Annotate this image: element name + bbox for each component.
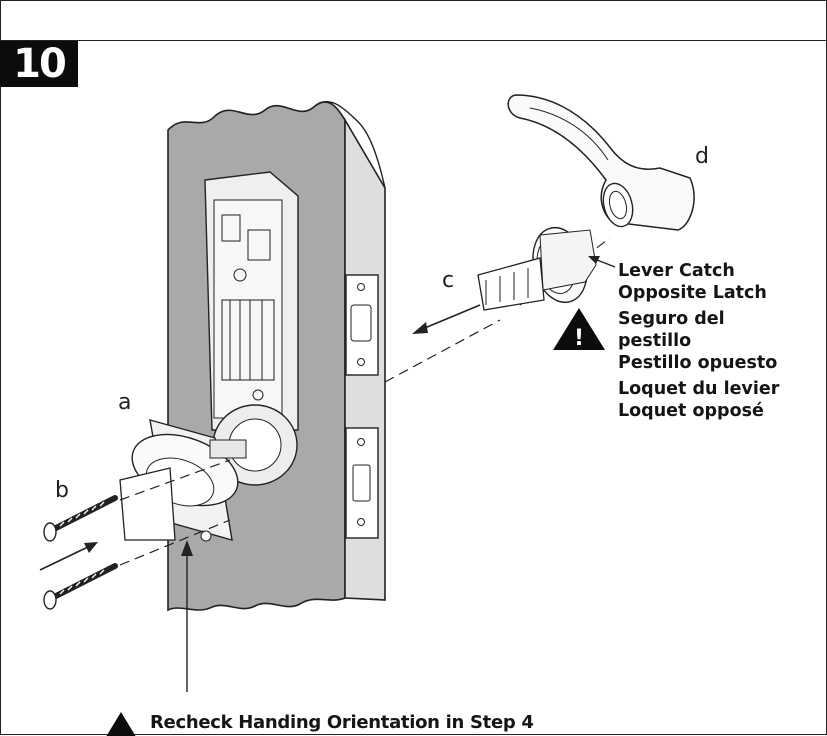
upper-latch-plate: [345, 274, 379, 376]
lever-handle: [507, 94, 695, 231]
label-a: a: [118, 390, 132, 415]
callout-line: Loquet du levier: [618, 379, 780, 399]
lock-chassis: [204, 171, 299, 431]
top-divider: [0, 40, 827, 41]
callout-line: Lever Catch: [618, 261, 735, 281]
lever-catch-callout: Lever Catch Opposite Latch Seguro del pe…: [618, 260, 779, 422]
warning-triangle-icon: !: [552, 307, 606, 351]
warning-triangle-icon: [98, 712, 144, 736]
callout-line: Seguro del: [618, 309, 725, 329]
callout-line: pestillo: [618, 331, 692, 351]
callout-line: Pestillo opuesto: [618, 353, 778, 373]
label-c: c: [442, 268, 455, 293]
svg-text:!: !: [574, 326, 584, 351]
handing-orientation-note: Recheck Handing Orientation in Step 4: [150, 712, 534, 733]
label-d: d: [695, 144, 709, 169]
callout-line: Loquet opposé: [618, 401, 764, 421]
label-b: b: [55, 478, 69, 503]
screw-lower: [43, 563, 118, 610]
outside-rose-assembly: [477, 226, 597, 311]
step-number: 10: [0, 41, 78, 87]
lower-latch-plate: [345, 427, 379, 539]
callout-line: Opposite Latch: [618, 283, 767, 303]
screw-upper: [43, 495, 118, 542]
